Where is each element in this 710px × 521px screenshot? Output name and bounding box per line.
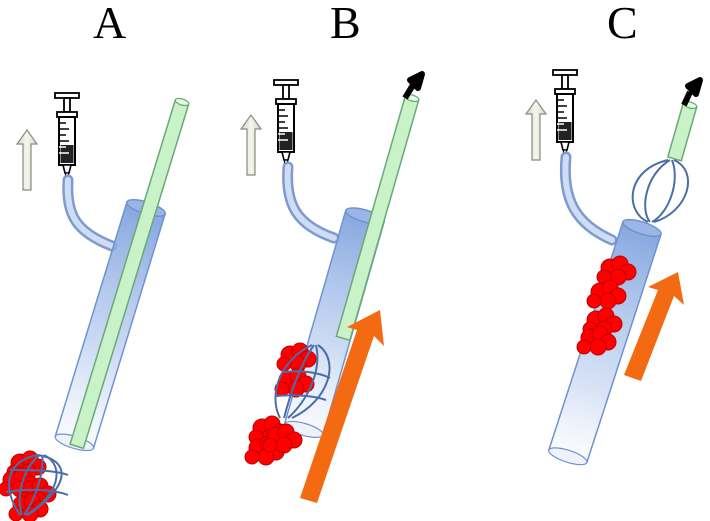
panel-c [525,69,703,466]
microcatheter [666,100,698,162]
syringe-icon [552,69,578,157]
panel-label-a: A [93,0,127,48]
up-arrow-icon [525,99,547,161]
pull-direction-icon [402,71,425,100]
panel-label-b: B [330,0,361,48]
up-arrow-icon [16,129,38,191]
syringe-icon [54,92,80,180]
panel-a [0,92,190,521]
panel-b [240,71,425,503]
syringe-icon [273,79,299,167]
basket-icon [5,454,69,516]
panel-label-c: C [607,0,638,48]
pull-arrow-icon [624,272,684,381]
basket-icon [274,344,331,419]
up-arrow-icon [240,114,262,176]
microcatheter [69,97,190,450]
pull-arrow-icon [300,310,384,503]
basket-icon [631,159,690,223]
pull-direction-icon [681,77,703,107]
